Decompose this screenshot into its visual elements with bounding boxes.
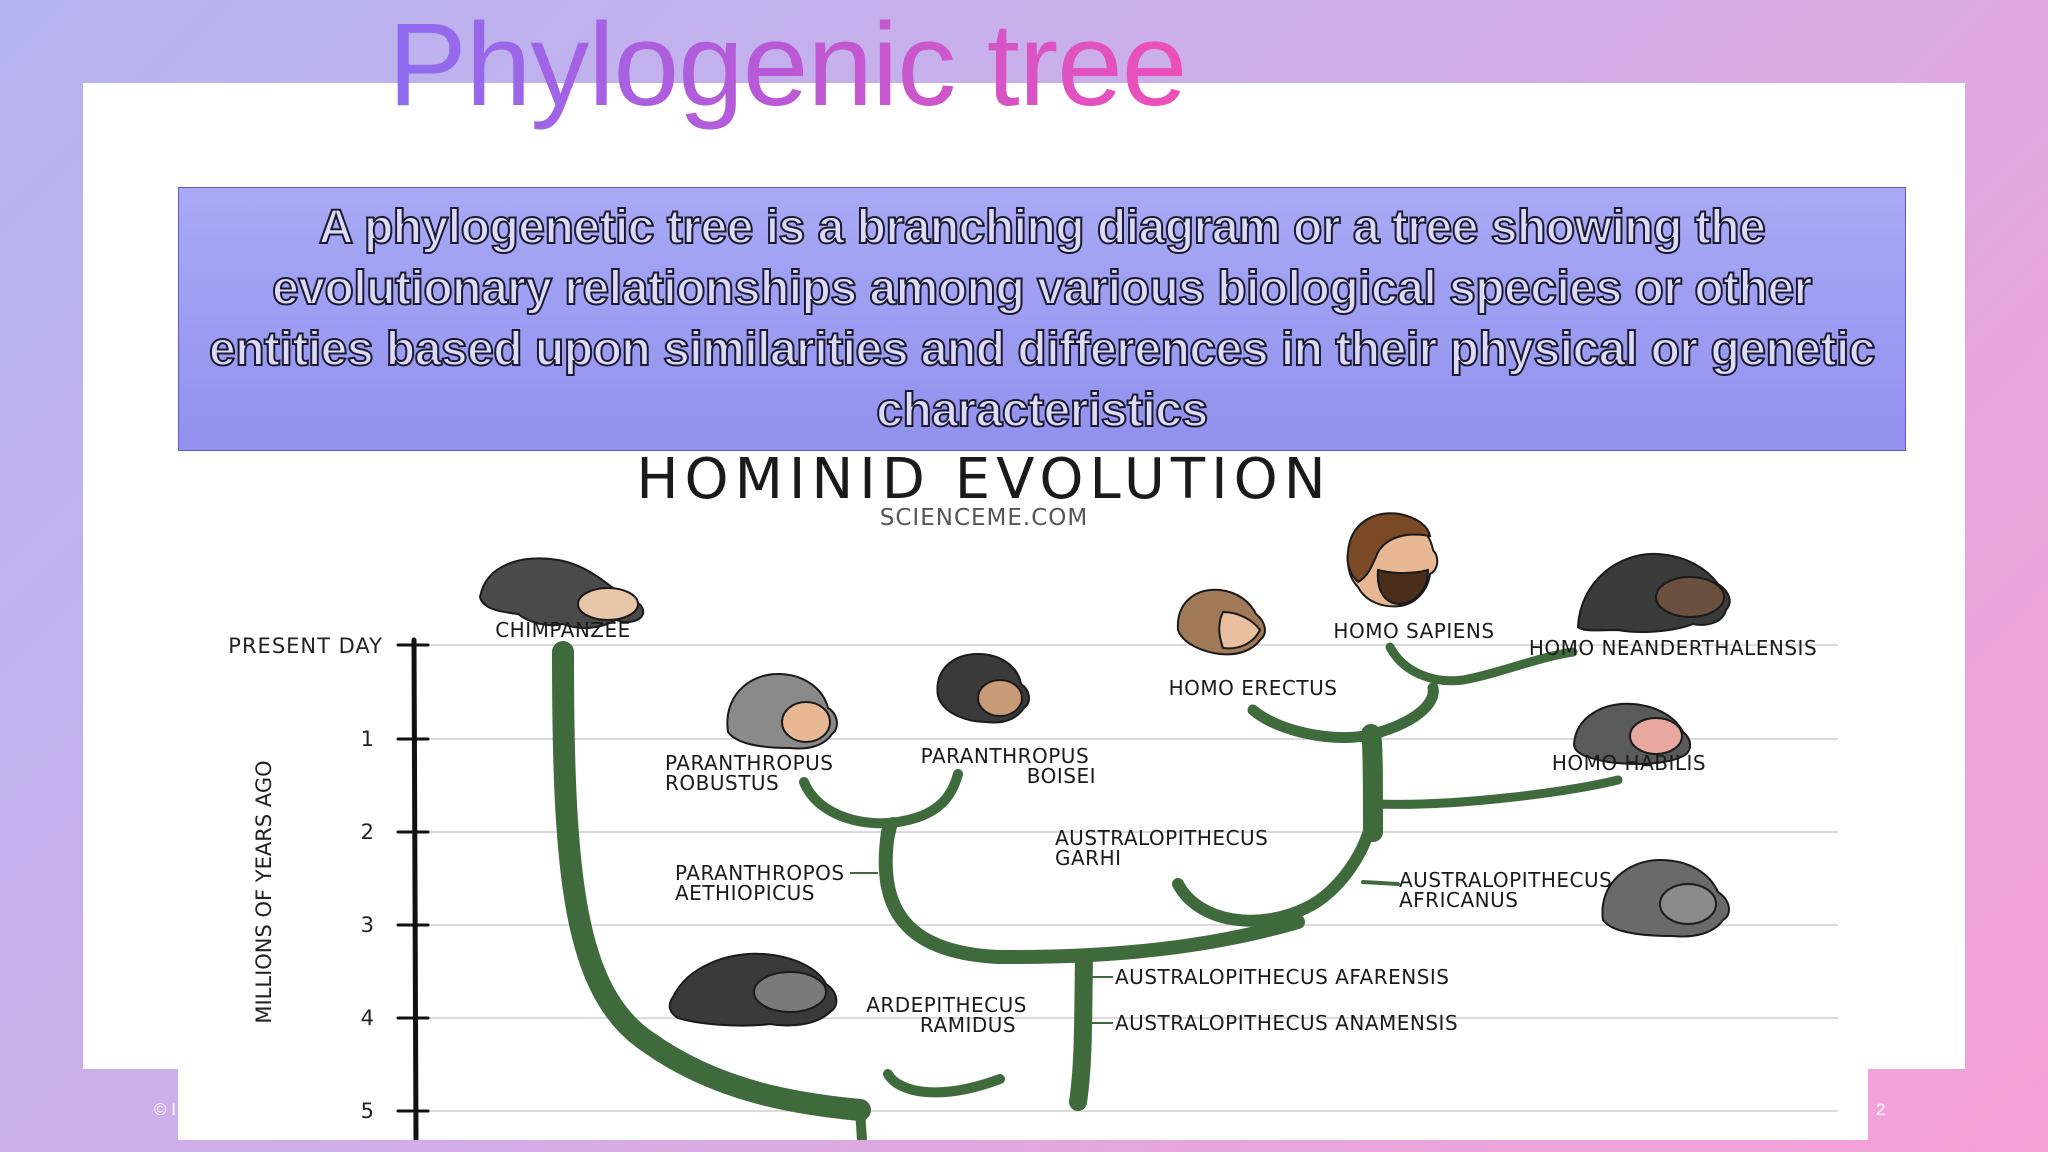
label-ardepithecus-ramidus-line1: ARDEPITHECUS bbox=[866, 993, 1027, 1017]
label-paranthropus-robustus: PARANTHROPUS ROBUSTUS bbox=[665, 751, 840, 795]
label-australopithecus-afarensis: AUSTRALOPITHECUS AFARENSIS bbox=[1115, 965, 1450, 989]
label-australopithecus-africanus-line1: AUSTRALOPITHECUS bbox=[1399, 868, 1612, 892]
tick-label-4: 4 bbox=[361, 1006, 374, 1030]
label-australopithecus-africanus-line2: AFRICANUS bbox=[1399, 888, 1518, 912]
paranthropus-robustus-face bbox=[781, 701, 831, 743]
label-australopithecus-anamensis: AUSTRALOPITHECUS ANAMENSIS bbox=[1115, 1011, 1458, 1035]
time-axis bbox=[396, 637, 430, 1140]
chimpanzee-face bbox=[577, 587, 639, 621]
axis-label: MILLIONS OF YEARS AGO bbox=[252, 760, 276, 1023]
branch-homo-trunk bbox=[1361, 724, 1383, 842]
axis-tick-labels: PRESENT DAY 1 2 3 4 5 bbox=[228, 634, 383, 1123]
figure-source: SCIENCEME.COM bbox=[880, 505, 1088, 531]
label-paranthropus-robustus-line2: ROBUSTUS bbox=[665, 771, 779, 795]
branch-habilis bbox=[1368, 775, 1623, 809]
label-homo-habilis: HOMO HABILIS bbox=[1552, 751, 1706, 775]
label-australopithecus-garhi: AUSTRALOPITHECUS GARHI bbox=[1055, 826, 1275, 870]
tick-label-3: 3 bbox=[361, 913, 374, 937]
footer-copyright: © I bbox=[154, 1100, 176, 1119]
page-number: 2 bbox=[1876, 1100, 1886, 1119]
branch-ardipithecus bbox=[883, 1069, 1005, 1098]
axis-line bbox=[411, 637, 419, 1140]
label-paranthropos-aethiopicus: PARANTHROPOS AETHIOPICUS bbox=[675, 861, 851, 905]
tick-label-2: 2 bbox=[361, 820, 374, 844]
definition-box: A phylogenetic tree is a branching diagr… bbox=[178, 187, 1906, 451]
ardepithecus-ramidus-face bbox=[753, 971, 827, 1013]
branch-africanus-tip bbox=[1361, 880, 1400, 886]
label-paranthropos-aethiopicus-line1: PARANTHROPOS bbox=[675, 861, 845, 885]
hominid-evolution-figure: HOMINID EVOLUTION SCIENCEME.COM PRESENT … bbox=[178, 452, 1868, 1140]
label-paranthropus-boisei: PARANTHROPUS BOISEI bbox=[921, 744, 1096, 788]
branch-paranthropus-stem bbox=[883, 817, 898, 849]
homo-habilis-face bbox=[1629, 717, 1683, 755]
label-chimpanzee: CHIMPANZEE bbox=[495, 618, 631, 642]
hominid-heads bbox=[478, 512, 1731, 1027]
figure-title: HOMINID EVOLUTION bbox=[636, 452, 1331, 512]
species-labels: CHIMPANZEE HOMO SAPIENS HOMO NEANDERTHAL… bbox=[495, 618, 1817, 1037]
australopithecus-africanus-face bbox=[1659, 883, 1717, 925]
label-paranthropus-robustus-line1: PARANTHROPUS bbox=[665, 751, 833, 775]
tick-label-1: 1 bbox=[361, 727, 374, 751]
label-homo-erectus: HOMO ERECTUS bbox=[1169, 676, 1338, 700]
branch-sapiens-fork bbox=[1385, 642, 1578, 686]
branch-afarensis-split bbox=[878, 825, 1305, 965]
grid-lines bbox=[418, 644, 1838, 1112]
label-ardepithecus-ramidus: ARDEPITHECUS RAMIDUS bbox=[866, 993, 1034, 1037]
label-connectors bbox=[850, 872, 1113, 1024]
label-paranthropus-boisei-line1: PARANTHROPUS bbox=[921, 744, 1089, 768]
branch-erectus-fork bbox=[1247, 682, 1439, 744]
homo-neanderthalensis-face bbox=[1655, 576, 1725, 618]
tick-label-5: 5 bbox=[361, 1099, 374, 1123]
label-paranthropus-boisei-line2: BOISEI bbox=[1027, 764, 1096, 788]
tick-label-present-day: PRESENT DAY bbox=[228, 634, 383, 658]
branch-main-trunk bbox=[1069, 949, 1093, 1111]
homo-sapiens-hair bbox=[1346, 512, 1432, 584]
label-ardepithecus-ramidus-line2: RAMIDUS bbox=[920, 1013, 1016, 1037]
label-australopithecus-garhi-line2: GARHI bbox=[1055, 846, 1122, 870]
paranthropus-boisei-face bbox=[977, 679, 1023, 717]
definition-text: A phylogenetic tree is a branching diagr… bbox=[208, 200, 1876, 438]
branch-chimpanzee bbox=[552, 641, 871, 1121]
label-paranthropos-aethiopicus-line2: AETHIOPICUS bbox=[675, 881, 815, 905]
phylogeny-branches bbox=[552, 641, 1623, 1140]
branch-garhi-fork bbox=[1172, 806, 1379, 927]
branch-root bbox=[855, 1105, 867, 1140]
label-homo-sapiens: HOMO SAPIENS bbox=[1333, 619, 1494, 643]
homo-erectus-face bbox=[1218, 610, 1262, 650]
homo-sapiens-beard bbox=[1376, 568, 1430, 606]
slide-title: Phylogenic tree bbox=[388, 0, 1187, 131]
branch-paranthropus-fork bbox=[799, 769, 963, 829]
label-australopithecus-africanus: AUSTRALOPITHECUS AFRICANUS bbox=[1399, 868, 1619, 912]
label-homo-neanderthalensis: HOMO NEANDERTHALENSIS bbox=[1529, 636, 1817, 660]
label-australopithecus-garhi-line1: AUSTRALOPITHECUS bbox=[1055, 826, 1268, 850]
